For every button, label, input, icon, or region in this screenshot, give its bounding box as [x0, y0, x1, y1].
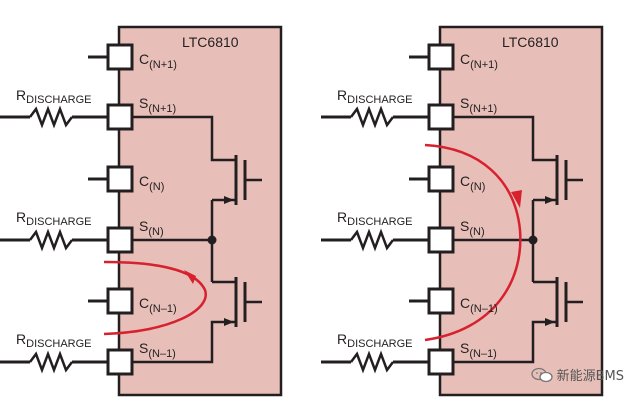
current-arrow-head [511, 190, 522, 208]
panel-left [0, 25, 283, 397]
pin-box [427, 103, 455, 131]
chip-body [438, 25, 604, 397]
pin-box [427, 226, 455, 254]
pin-label: C(N) [460, 173, 485, 193]
chip-label-left: LTC6810 [182, 34, 239, 50]
pin-label: S(N+1) [139, 95, 176, 115]
watermark-text: 新能源BMS [556, 369, 624, 384]
junction-dot [207, 235, 217, 245]
pin-box [106, 43, 134, 71]
pin-label: S(N) [139, 218, 164, 238]
resistor-zigzag-2 [29, 228, 73, 252]
resistor-label: RDISCHARGE [16, 209, 92, 228]
pin-label: S(N) [460, 218, 485, 238]
resistor-label: RDISCHARGE [16, 331, 92, 350]
mosfet-lower-arrow [224, 318, 234, 326]
pin-box [106, 348, 134, 376]
resistor-zigzag-1 [29, 105, 73, 129]
internal-wire-top [453, 115, 557, 162]
pin-box [427, 348, 455, 376]
mosfet-upper-arrow [224, 196, 234, 204]
mosfet-upper-arrow [545, 196, 555, 204]
pin-box [106, 287, 134, 315]
pin-box [427, 287, 455, 315]
current-path-arrow [424, 143, 522, 342]
pin-label: C(N–1) [460, 295, 498, 315]
resistor-label: RDISCHARGE [337, 87, 413, 106]
wechat-icon [530, 367, 553, 382]
pin-label: C(N+1) [139, 51, 177, 71]
panel-right [321, 25, 604, 397]
current-arrow-head [184, 270, 196, 284]
pin-box [106, 165, 134, 193]
pin-label: C(N–1) [139, 295, 177, 315]
pin-label: S(N–1) [460, 340, 497, 360]
mosfet-lower-arrow [545, 318, 555, 326]
pin-label: S(N–1) [139, 340, 176, 360]
pin-box [427, 165, 455, 193]
internal-wire-top [132, 115, 236, 162]
pin-label: C(N+1) [460, 51, 498, 71]
resistor-label: RDISCHARGE [16, 87, 92, 106]
resistor-zigzag-3 [350, 350, 394, 374]
resistor-label: RDISCHARGE [337, 331, 413, 350]
resistor-zigzag-3 [29, 350, 73, 374]
watermark: 新能源BMS [530, 365, 624, 384]
pin-label: C(N) [139, 173, 164, 193]
junction-dot [528, 235, 538, 245]
pin-label: S(N+1) [460, 95, 497, 115]
chip-body [117, 25, 283, 397]
chip-label-right: LTC6810 [502, 34, 559, 50]
resistor-zigzag-2 [350, 228, 394, 252]
pin-box [106, 226, 134, 254]
resistor-zigzag-1 [350, 105, 394, 129]
pin-box [427, 43, 455, 71]
current-path-arrow [103, 260, 207, 336]
resistor-label: RDISCHARGE [337, 209, 413, 228]
pin-box [106, 103, 134, 131]
